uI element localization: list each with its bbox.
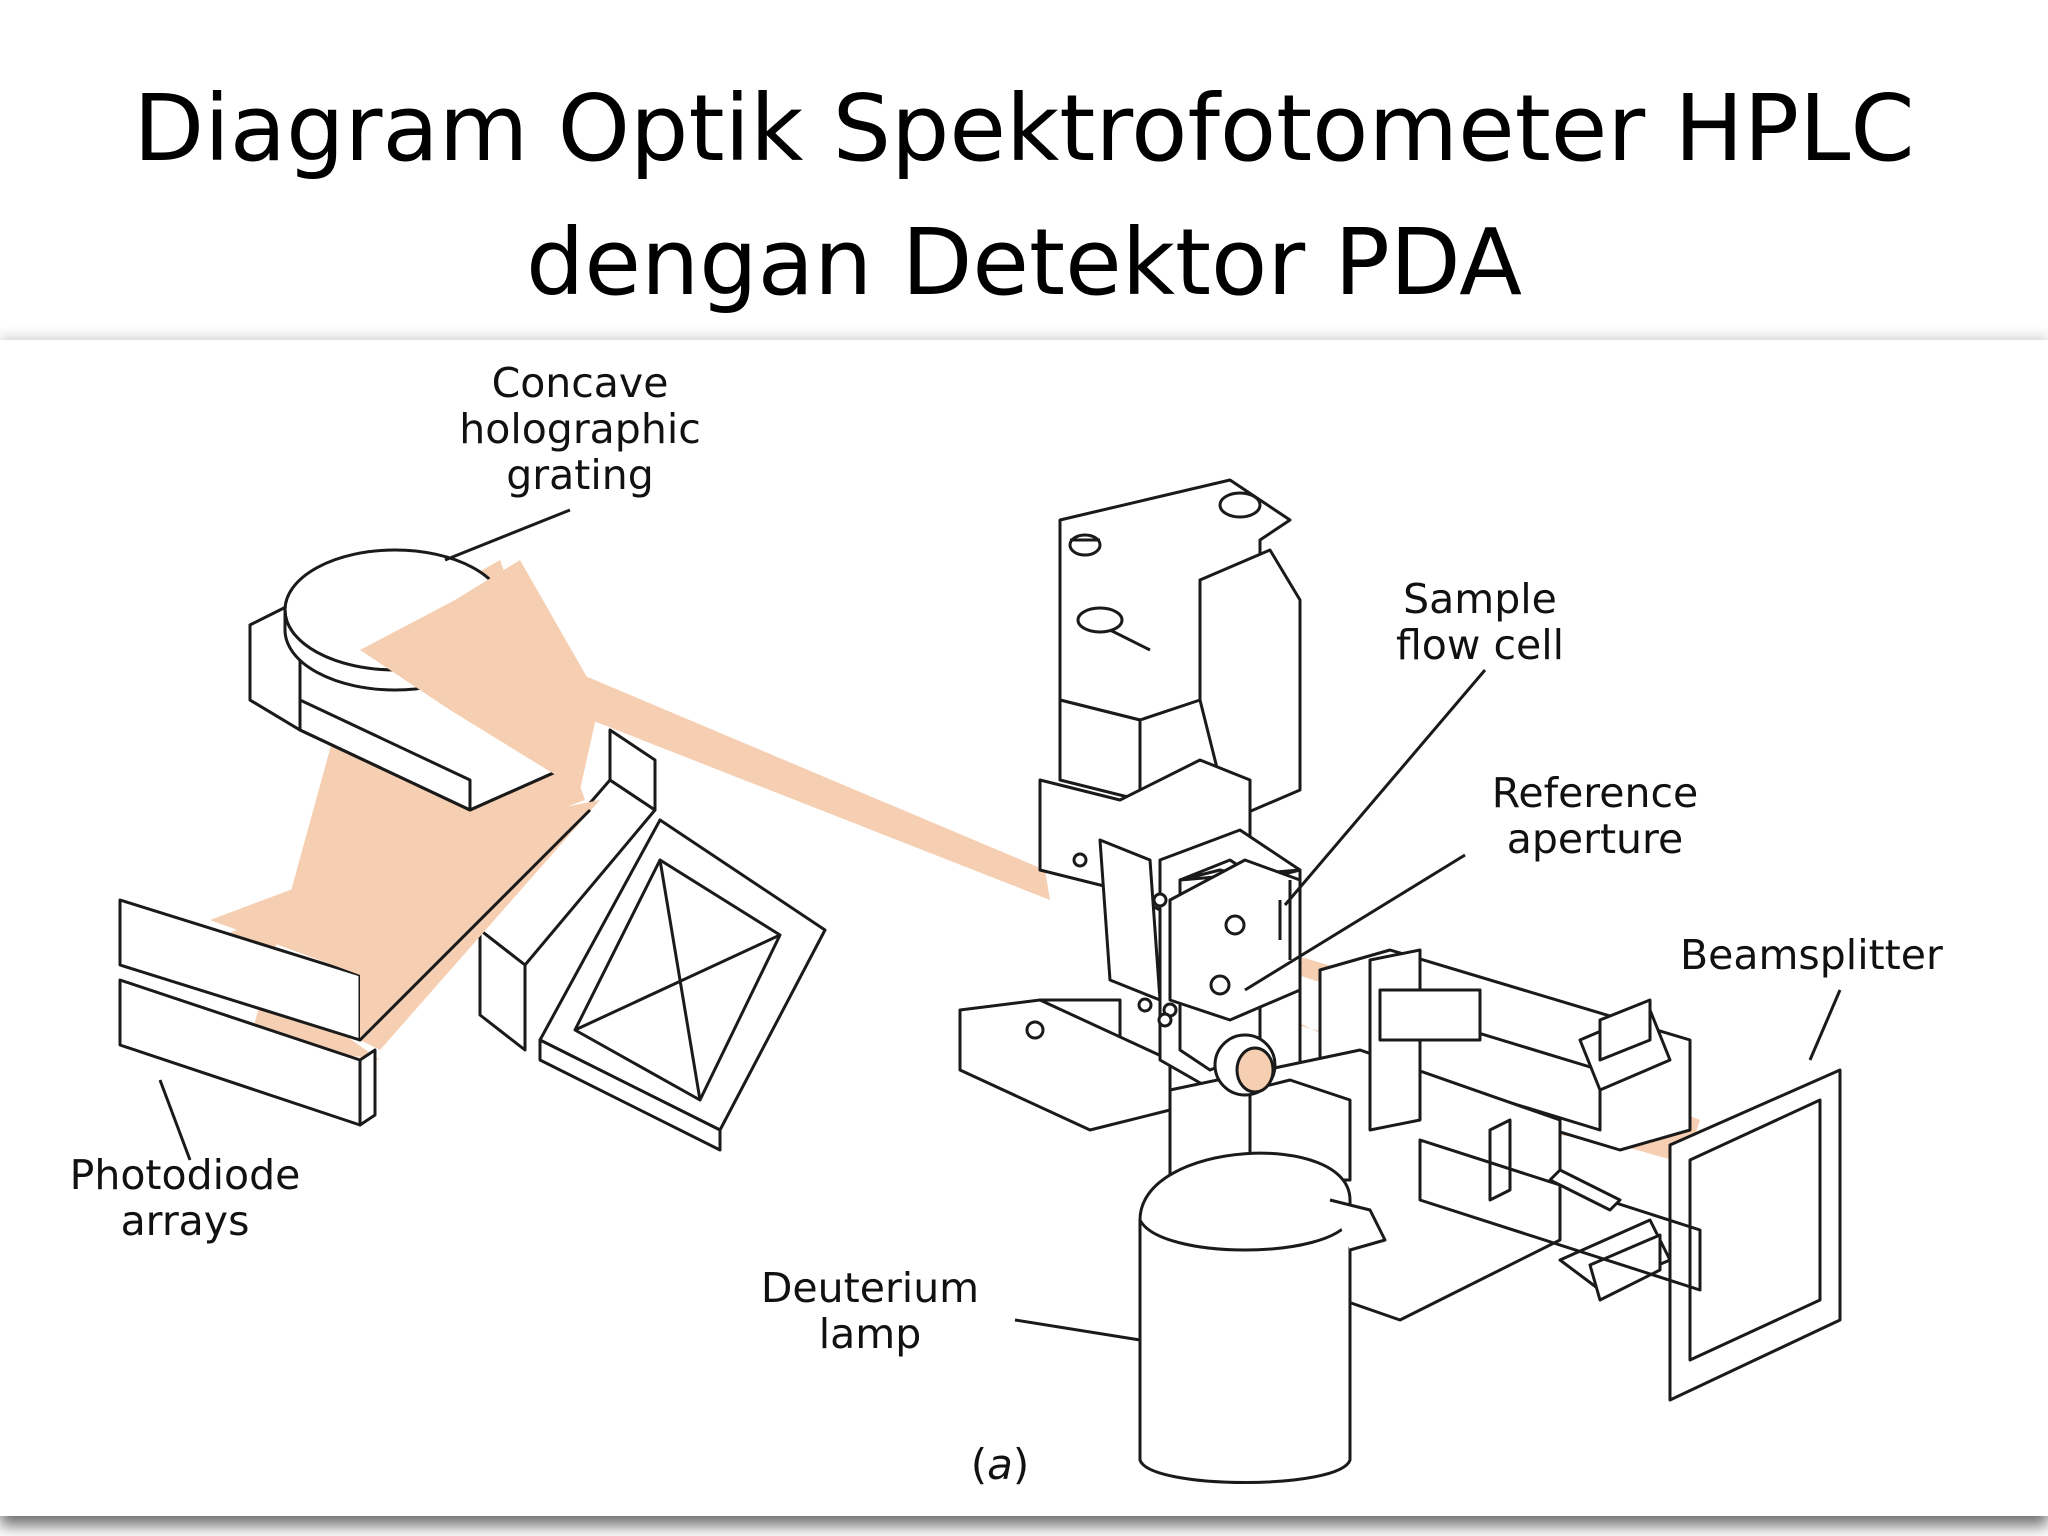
leader-lines: [158, 508, 1842, 1342]
flow-cell-label: Sample flow cell: [1395, 575, 1565, 669]
photodiode-arrays: [118, 800, 600, 1127]
photodiode-label: Photodiode arrays: [69, 1151, 301, 1245]
deuterium-lamp-label: Deuterium lamp: [760, 1264, 980, 1358]
reference-aperture-label: Reference aperture: [1491, 769, 1699, 863]
title-line-1: Diagram Optik Spektrofotometer HPLC: [133, 75, 1915, 182]
optical-diagram: [118, 478, 1842, 1484]
grating-label: Concave holographic grating: [459, 359, 701, 499]
figure-caption: (a): [970, 1440, 1030, 1489]
sample-flow-cell-tower: [958, 478, 1302, 1132]
beam-cell-to-grating: [455, 620, 1050, 900]
beamsplitter-label: Beamsplitter: [1680, 931, 1943, 979]
slide-title: Diagram Optik Spektrofotometer HPLC deng…: [0, 62, 2048, 330]
deuterium-lamp: [1138, 1151, 1387, 1484]
concave-holographic-grating: [248, 548, 600, 812]
mirror-prism: [478, 728, 827, 1152]
title-line-2: dengan Detektor PDA: [525, 209, 1523, 316]
flow-cell-plate: [1168, 858, 1302, 1022]
optical-diagram-panel: Concave holographic grating Sample flow …: [0, 340, 2048, 1516]
